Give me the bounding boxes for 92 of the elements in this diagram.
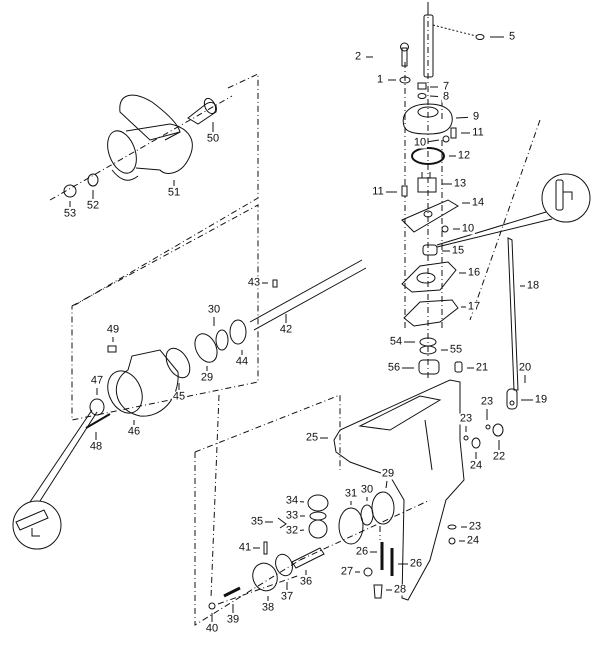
leader-line	[460, 526, 468, 528]
callout-number: 37	[280, 592, 294, 602]
callout-number: 1	[376, 74, 384, 86]
leader-line	[490, 36, 504, 38]
callout-number: 23	[458, 414, 474, 424]
callout-number: 45	[172, 392, 186, 402]
leader-line	[366, 56, 374, 58]
leader-line	[430, 96, 438, 97]
callout-number: 10	[412, 138, 428, 148]
callout-number: 18	[526, 280, 540, 292]
callout-number: 26	[354, 546, 370, 558]
callout-number: 30	[360, 484, 374, 496]
callout-number: 55	[448, 344, 464, 356]
callout-number: 29	[200, 372, 214, 384]
leader-line	[386, 480, 388, 488]
leader-line	[458, 272, 466, 274]
callout-number: 26	[408, 558, 424, 570]
leader-line	[366, 496, 368, 502]
callout-number: 8	[442, 92, 450, 102]
callout-number: 44	[234, 356, 250, 368]
leader-line	[286, 582, 288, 590]
leader-line	[462, 202, 470, 204]
callout-number: 9	[472, 112, 480, 122]
leader-line	[262, 282, 268, 284]
callout-number: 29	[380, 468, 396, 480]
callout-number: 49	[106, 324, 120, 336]
callout-number: 52	[86, 200, 100, 212]
leader-line	[458, 540, 466, 542]
callout-number: 20	[518, 362, 532, 374]
callout-number: 17	[466, 302, 482, 312]
callout-number: 25	[304, 432, 320, 444]
leader-line	[486, 408, 488, 420]
callout-number: 10	[460, 224, 476, 234]
callout-number: 42	[278, 324, 294, 336]
callout-number: 40	[204, 624, 220, 634]
leader-line	[460, 132, 470, 134]
callout-number: 5	[508, 32, 516, 42]
callout-number: 34	[284, 496, 300, 506]
callout-number: 50	[206, 134, 220, 144]
leader-line	[456, 116, 468, 118]
callout-number: 54	[388, 336, 404, 348]
callout-number: 32	[284, 526, 300, 536]
callout-number: 2	[354, 52, 362, 62]
leader-line	[92, 190, 94, 200]
leader-line	[498, 440, 500, 450]
callout-number: 47	[90, 376, 104, 386]
callout-number: 51	[166, 188, 182, 198]
callout-number: 24	[466, 536, 480, 546]
callout-number: 28	[392, 584, 408, 596]
callout-number: 31	[344, 488, 358, 500]
leader-line	[300, 530, 304, 531]
leader-line	[206, 366, 208, 372]
callout-number: 12	[456, 150, 472, 162]
callout-number: 36	[298, 576, 314, 588]
callout-number: 53	[62, 208, 78, 220]
leader-line	[178, 382, 180, 390]
callout-number: 13	[452, 178, 468, 190]
callout-number: 21	[474, 362, 490, 374]
callout-number: 11	[471, 128, 485, 138]
leader-line	[460, 306, 466, 308]
callout-number: 38	[260, 602, 276, 614]
callout-number: 35	[250, 516, 264, 528]
callout-number: 11	[371, 186, 385, 198]
leader-line	[442, 250, 450, 252]
callout-number: 30	[206, 304, 222, 316]
callout-number: 22	[492, 452, 506, 462]
callout-number: 46	[126, 426, 142, 438]
callout-number: 16	[466, 268, 482, 278]
callout-number: 43	[246, 278, 262, 288]
callout-number: 23	[468, 522, 482, 532]
leader-line	[300, 501, 304, 502]
callout-number: 23	[480, 396, 494, 408]
leader-line	[212, 122, 214, 132]
callout-number: 14	[470, 198, 486, 208]
leader-line	[452, 228, 460, 230]
leader-line	[430, 86, 438, 88]
leader-line	[96, 388, 98, 396]
callout-number: 24	[468, 460, 484, 472]
callout-number: 39	[226, 614, 240, 626]
callout-number: 56	[386, 362, 402, 374]
callout-number: 7	[442, 82, 450, 92]
leader-line	[112, 336, 114, 342]
callout-number: 33	[284, 510, 300, 522]
leader-line	[524, 374, 526, 384]
leader-line	[232, 604, 234, 614]
callout-number: 48	[88, 442, 104, 452]
callout-number: 19	[534, 394, 548, 406]
leader-line	[350, 500, 352, 506]
callout-number: 41	[238, 542, 252, 554]
callout-number: 15	[450, 246, 466, 256]
callout-number: 27	[340, 566, 354, 578]
leader-line	[428, 140, 440, 142]
